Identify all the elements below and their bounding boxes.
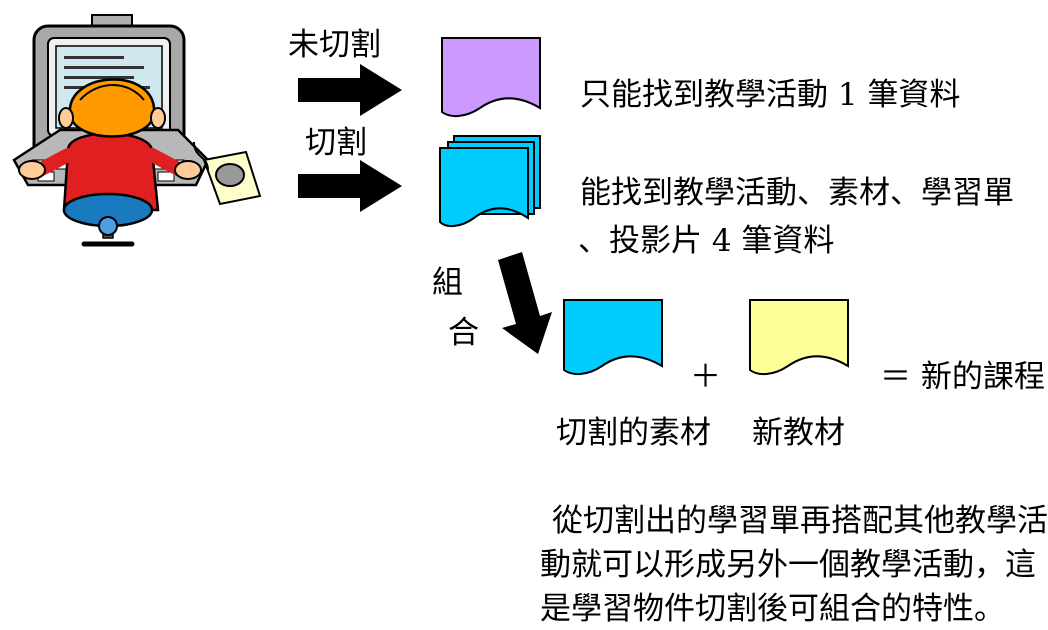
- unsplit-label: 未切割: [288, 27, 381, 63]
- right-arrow-icon: [298, 160, 406, 212]
- new-material-document-icon: [748, 298, 850, 378]
- split-material-document-icon: [562, 298, 664, 378]
- right-arrow-icon: [298, 64, 406, 116]
- combine-label-1: 組: [432, 265, 463, 301]
- note-line-2: 動就可以形成另外一個教學活動，這: [540, 547, 1036, 583]
- note-line-1: 從切割出的學習單再搭配其他教學活: [552, 503, 1048, 539]
- caption-split-material: 切割的素材: [556, 415, 711, 451]
- plus-sign: ＋: [690, 359, 721, 395]
- caption-new-material: 新教材: [752, 415, 845, 451]
- split-label: 切割: [305, 125, 367, 161]
- equals-new-course: ＝ 新的課程: [880, 359, 1045, 395]
- split-result-line1: 能找到教學活動、素材、學習單: [580, 175, 1014, 211]
- unsplit-result-text: 只能找到教學活動 1 筆資料: [580, 77, 961, 113]
- note-line-3: 是學習物件切割後可組合的特性。: [540, 591, 1005, 627]
- document-stack-icon: [438, 134, 542, 230]
- computer-user-clipart: [8, 10, 266, 250]
- combine-label-2: 合: [448, 315, 479, 351]
- document-icon: [440, 36, 542, 120]
- split-result-line2: 、投影片 4 筆資料: [578, 223, 835, 259]
- down-arrow-icon: [480, 250, 560, 360]
